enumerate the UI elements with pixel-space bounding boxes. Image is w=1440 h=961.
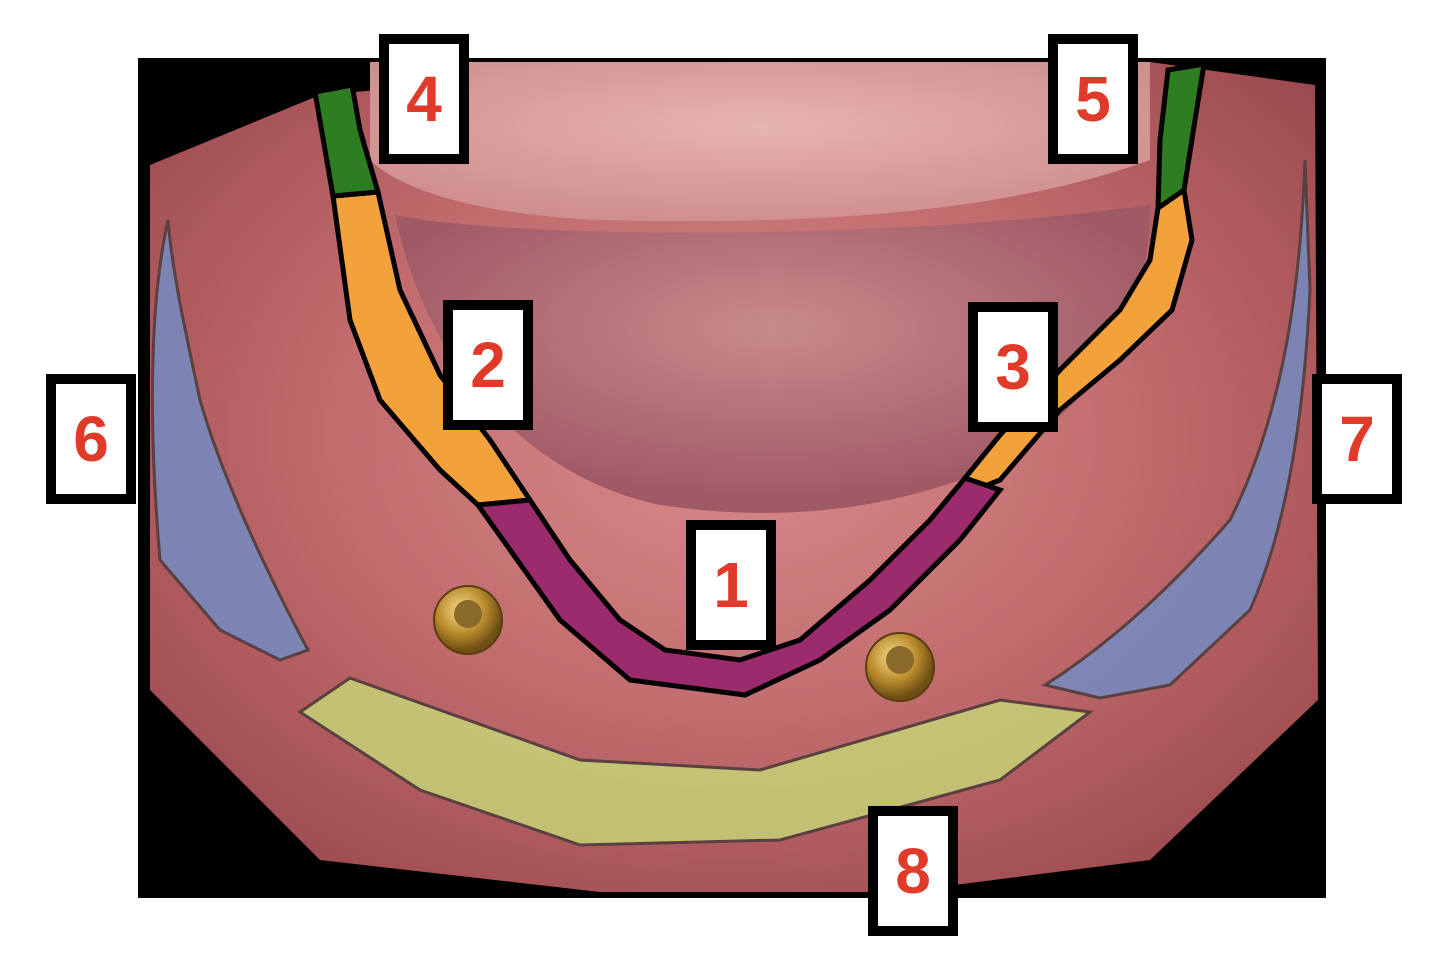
- label-6: 6: [73, 403, 109, 475]
- region-1-shape: [473, 475, 1005, 698]
- region-5-shape: [1155, 60, 1208, 213]
- upper-lip-tissue: [370, 62, 1150, 222]
- label-3: 3: [995, 331, 1031, 403]
- label-7: 7: [1339, 403, 1375, 475]
- label-box-2: 2: [443, 300, 533, 430]
- label-2: 2: [470, 329, 506, 401]
- label-box-5: 5: [1048, 34, 1138, 164]
- label-4: 4: [406, 63, 442, 135]
- region-8-shape: [297, 676, 1094, 847]
- region-7-shape: [1041, 159, 1312, 700]
- label-box-3: 3: [968, 302, 1058, 432]
- label-5: 5: [1075, 63, 1111, 135]
- label-8: 8: [895, 835, 931, 907]
- implant-left: [433, 585, 503, 655]
- label-1: 1: [713, 549, 749, 621]
- label-box-7: 7: [1312, 374, 1402, 504]
- implant-right: [865, 632, 935, 702]
- region-6-shape: [150, 219, 311, 662]
- label-box-1: 1: [686, 520, 776, 650]
- tongue-tissue: [395, 205, 1150, 513]
- label-box-6: 6: [46, 374, 136, 504]
- label-box-4: 4: [379, 34, 469, 164]
- label-box-8: 8: [868, 806, 958, 936]
- region-4-shape: [312, 82, 382, 199]
